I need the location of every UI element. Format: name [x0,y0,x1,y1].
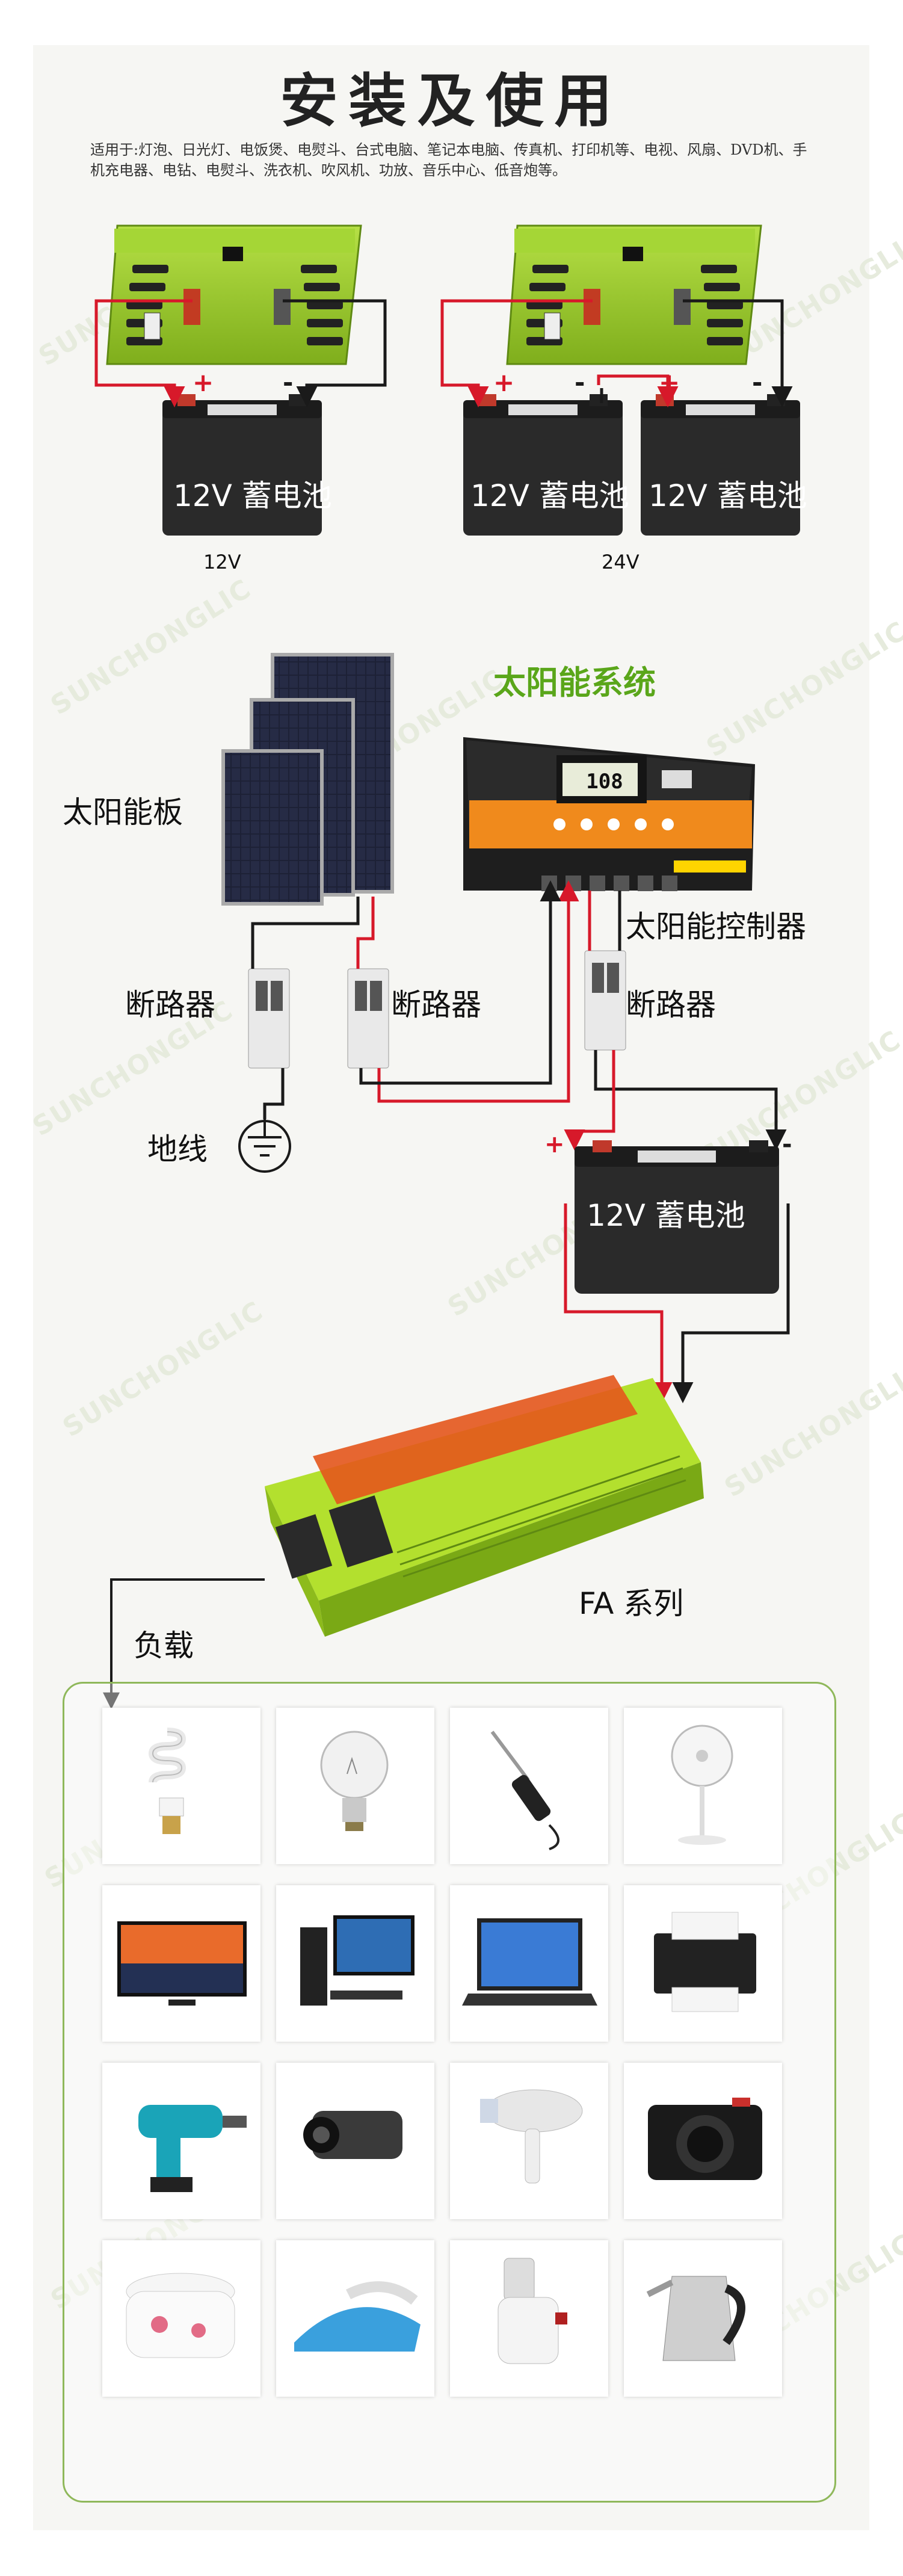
load-cell [102,1885,260,2042]
camera-icon [648,2098,762,2180]
battery-label-24v-b: 12V 蓄电池 [649,478,807,513]
battery-24v-a [463,394,623,536]
load-cell [624,2063,782,2219]
ground-label: 地线 [147,1132,208,1167]
applicable-devices-text: 适用于:灯泡、日光灯、电饭煲、电熨斗、台式电脑、笔记本电脑、传真机、打印机等、电… [90,141,807,179]
rice-cooker-icon [126,2273,235,2358]
load-cell [450,2240,608,2397]
config-label-24v: 24V [602,551,639,573]
minus-sign: - [283,368,293,397]
battery-12v [162,394,322,536]
inverter-fa-series [265,1375,704,1637]
minus-sign: - [575,368,585,397]
laptop-icon [462,1918,597,2006]
config-label-12v: 12V [203,551,241,573]
plus-sign: + [193,368,214,397]
steam-iron-icon [294,2281,421,2352]
load-cell [450,2063,608,2219]
controller-label: 太阳能控制器 [626,909,806,944]
battery-label-24v-a: 12V 蓄电池 [470,478,629,513]
load-cell [450,1885,608,2042]
load-grid [102,1708,782,2397]
load-cell [276,1708,434,1864]
desktop-computer-icon [300,1915,415,2006]
load-cell [450,1708,608,1864]
load-label: 负载 [134,1628,194,1663]
minus-sign: - [752,368,762,397]
load-cell [624,2240,782,2397]
breaker-middle [347,968,389,1069]
breaker-label-middle: 断路器 [391,987,481,1022]
minus-sign: - [782,1131,792,1158]
hair-dryer-icon [480,2089,583,2184]
juicer-icon [498,2258,567,2364]
load-panel [63,1682,836,2503]
breaker-left [248,968,290,1069]
solar-controller [463,737,755,891]
load-cell [102,1708,260,1864]
breaker-right [584,950,626,1051]
load-cell [102,2240,260,2397]
load-cell [624,1708,782,1864]
load-cell [102,2063,260,2219]
battery-24v-b [641,394,800,536]
electric-kettle-icon [646,2276,745,2361]
solar-panel-array [221,653,394,906]
solar-battery [575,1140,779,1294]
printer-icon [654,1912,756,2012]
load-cell [276,1885,434,2042]
ground-symbol-icon [238,1119,291,1173]
battery-label-12v: 12V 蓄电池 [173,478,332,513]
controller-display-value: 108 [586,770,623,794]
load-cell [276,2063,434,2219]
inverter-12v [106,224,362,365]
television-icon [117,1921,247,2006]
incandescent-bulb-icon [320,1731,389,1831]
solar-system-title: 太阳能系统 [493,664,656,702]
breaker-label-right: 断路器 [626,987,716,1022]
solar-panel-label: 太阳能板 [63,795,183,830]
inverter-series-label: FA 系列 [579,1586,684,1621]
plus-sign: + [544,1131,565,1158]
camcorder-icon [303,2111,402,2159]
plus-sign: + [493,368,514,397]
electric-drill-icon [138,2105,247,2192]
energy-saving-bulb-icon [148,1728,186,1834]
breaker-label-left: 断路器 [125,987,215,1022]
load-cell [624,1885,782,2042]
soldering-iron-icon [490,1731,559,1850]
page-title: 安装及使用 [280,67,623,135]
load-cell [276,2240,434,2397]
plus-sign: + [659,368,680,397]
standing-fan-icon [671,1725,733,1845]
inverter-24v [506,224,762,365]
solar-battery-label: 12V 蓄电池 [587,1198,745,1233]
